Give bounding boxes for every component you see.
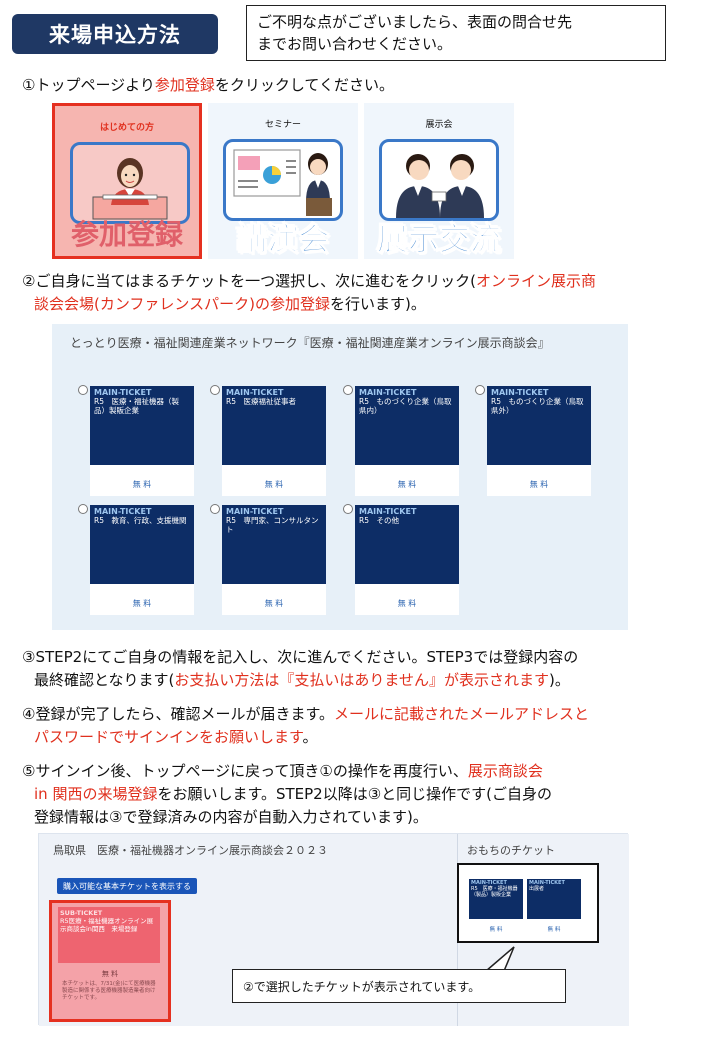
register-panel-label: 参加登録 — [70, 218, 183, 251]
callout-box: ②で選択したチケットが表示されています。 — [232, 969, 566, 1003]
exhibition-panel-label: 展示交流 — [377, 221, 502, 258]
callout-pointer — [485, 946, 515, 972]
section-title-badge: 来場申込方法 — [12, 14, 218, 54]
ticket-radio[interactable] — [343, 385, 353, 395]
step1-highlight: 参加登録 — [154, 76, 215, 94]
exhibition-panel[interactable]: 展示会 展示交流 — [364, 103, 514, 259]
business-card-exchange-illustration — [379, 139, 499, 221]
step2-text: ②ご自身に当てはまるチケットを一つ選択し、次に進むをクリック(オンライン展示商 … — [22, 272, 597, 313]
ticket-selection-screenshot: とっとり医療・福祉関連産業ネットワーク『医療・福祉関連産業オンライン展示商談会』… — [52, 324, 628, 630]
callout-text: ②で選択したチケットが表示されています。 — [243, 979, 481, 994]
sub-ticket-card[interactable]: SUB-TICKET R5医療・福祉機器オンライン展示商談会in関西 来場登録 … — [49, 900, 171, 1022]
receptionist-illustration — [70, 142, 190, 224]
seminar-panel-label: 講演会 — [236, 221, 330, 258]
step5-text: ⑤サインイン後、トップページに戻って頂き①の操作を再度行い、展示商談会 in 関… — [22, 762, 553, 826]
screen-title: とっとり医療・福祉関連産業ネットワーク『医療・福祉関連産業オンライン展示商談会』 — [70, 336, 550, 350]
notice-line-1: ご不明な点がございましたら、表面の問合せ先 — [257, 13, 573, 31]
ticket-radio[interactable] — [78, 504, 88, 514]
exhibition-panel-caption: 展示会 — [425, 120, 453, 130]
show-basic-tickets-button[interactable]: 購入可能な基本チケットを表示する — [57, 878, 197, 894]
step4-text: ④登録が完了したら、確認メールが届きます。メールに記載されたメールアドレスと パ… — [22, 705, 589, 746]
section-title: 来場申込方法 — [49, 23, 181, 47]
seminar-panel[interactable]: セミナー 講演会 — [208, 103, 358, 259]
ticket-radio[interactable] — [210, 504, 220, 514]
step1-text: ①トップページより参加登録をクリックしてください。 — [22, 76, 394, 94]
seminar-panel-caption: セミナー — [264, 120, 301, 130]
ticket-radio[interactable] — [210, 385, 220, 395]
step3-text: ③STEP2にてご自身の情報を記入し、次に進んでください。STEP3では登録内容… — [22, 648, 579, 689]
register-panel-caption: はじめての方 — [99, 123, 154, 133]
register-panel[interactable]: はじめての方 参加登録 — [52, 103, 202, 259]
ticket-radio[interactable] — [78, 385, 88, 395]
ticket-radio[interactable] — [475, 385, 485, 395]
notice-line-2: までお問い合わせください。 — [257, 35, 453, 53]
presenter-illustration — [223, 139, 343, 221]
ticket-radio[interactable] — [343, 504, 353, 514]
screen-title: 鳥取県 医療・福祉機器オンライン展示商談会２０２３ — [53, 844, 328, 857]
owned-tickets-title: おもちのチケット — [467, 844, 555, 857]
notice-box: ご不明な点がございましたら、表面の問合せ先 までお問い合わせください。 — [246, 5, 666, 61]
